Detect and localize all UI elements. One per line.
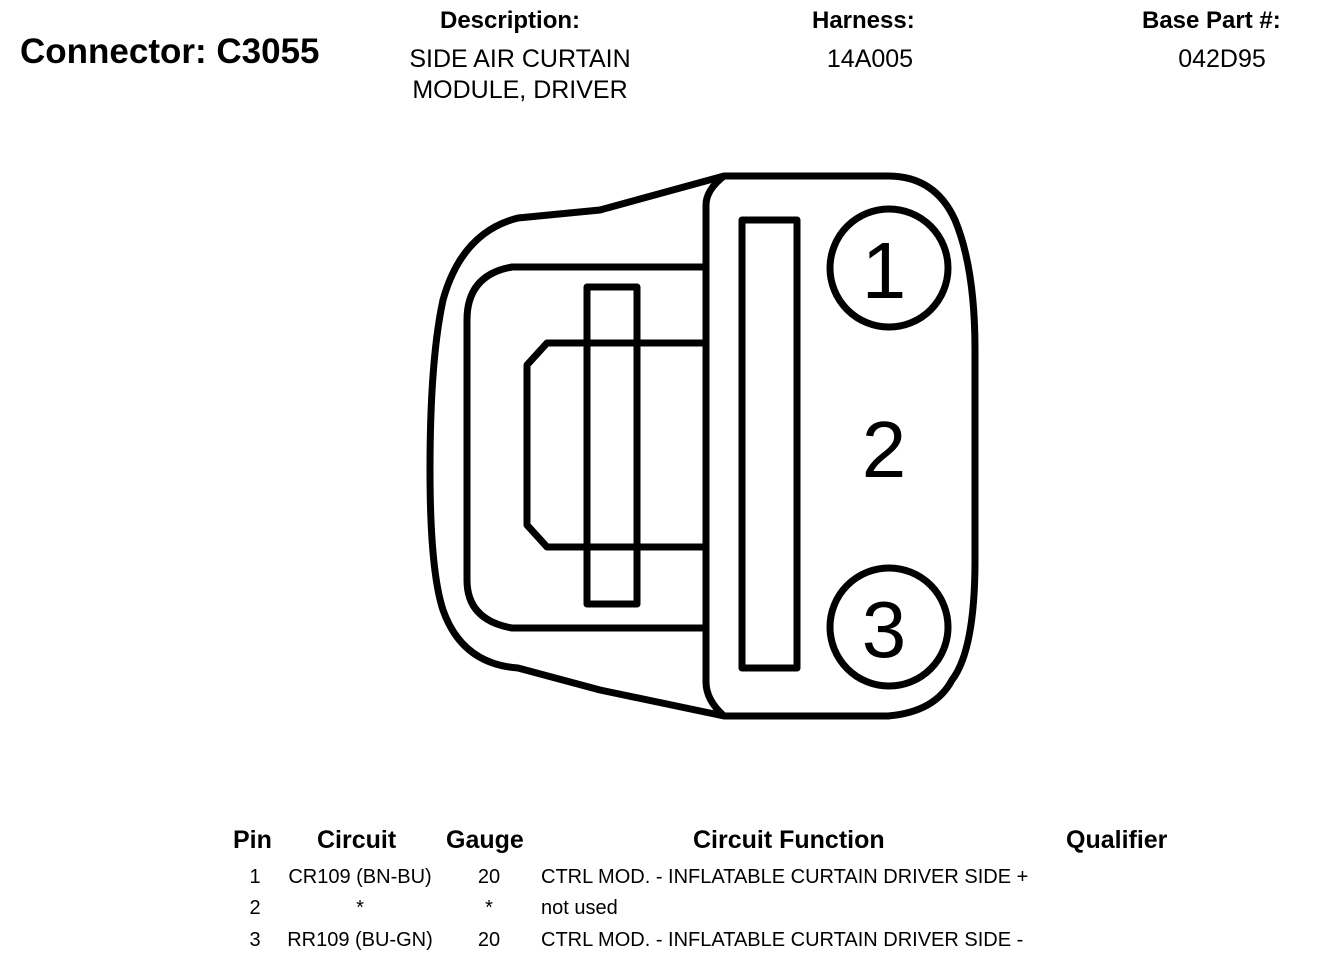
latch-tab bbox=[523, 339, 706, 551]
base-part-label: Base Part #: bbox=[1142, 7, 1281, 34]
connector-title: Connector: C3055 bbox=[20, 32, 320, 71]
connector-divider-line bbox=[702, 173, 727, 719]
connector-inner-hood bbox=[463, 263, 706, 632]
description-line-2: MODULE, DRIVER bbox=[412, 76, 628, 104]
base-part-value: 042D95 bbox=[1178, 45, 1266, 73]
pin-cell: 2 bbox=[249, 897, 261, 919]
gauge-cell: 20 bbox=[477, 929, 501, 951]
pin-cell: 3 bbox=[249, 929, 261, 951]
pin-cell: 1 bbox=[249, 866, 261, 888]
latch-key bbox=[583, 283, 641, 608]
pin-1-label: 1 bbox=[862, 226, 907, 315]
pin-3-label: 3 bbox=[862, 585, 907, 674]
pin-1-circle bbox=[826, 205, 952, 331]
pin-3-circle bbox=[826, 564, 952, 690]
column-header-gauge: Gauge bbox=[446, 826, 524, 854]
column-header-circuit: Circuit bbox=[317, 826, 397, 854]
function-cell: not used bbox=[541, 897, 618, 919]
description-value: SIDE AIR CURTAIN MODULE, DRIVER bbox=[380, 44, 660, 106]
connector-outer-outline bbox=[426, 172, 979, 720]
circuit-cell: RR109 (BU-GN) bbox=[287, 929, 433, 951]
circuit-cell: * bbox=[356, 897, 364, 919]
column-header-pin: Pin bbox=[233, 826, 272, 854]
column-header-circuit-function: Circuit Function bbox=[693, 826, 885, 854]
column-header-qualifier: Qualifier bbox=[1066, 826, 1168, 854]
terminal-bar bbox=[738, 216, 801, 672]
pin-2-label: 2 bbox=[862, 405, 907, 494]
description-line-1: SIDE AIR CURTAIN bbox=[409, 45, 631, 73]
description-label: Description: bbox=[440, 7, 581, 34]
harness-label: Harness: bbox=[812, 7, 915, 34]
gauge-cell: 20 bbox=[477, 866, 501, 888]
function-cell: CTRL MOD. - INFLATABLE CURTAIN DRIVER SI… bbox=[541, 866, 1029, 888]
function-cell: CTRL MOD. - INFLATABLE CURTAIN DRIVER SI… bbox=[541, 929, 1024, 951]
circuit-cell: CR109 (BN-BU) bbox=[288, 866, 432, 888]
gauge-cell: * bbox=[485, 897, 493, 919]
harness-value: 14A005 bbox=[826, 45, 914, 73]
